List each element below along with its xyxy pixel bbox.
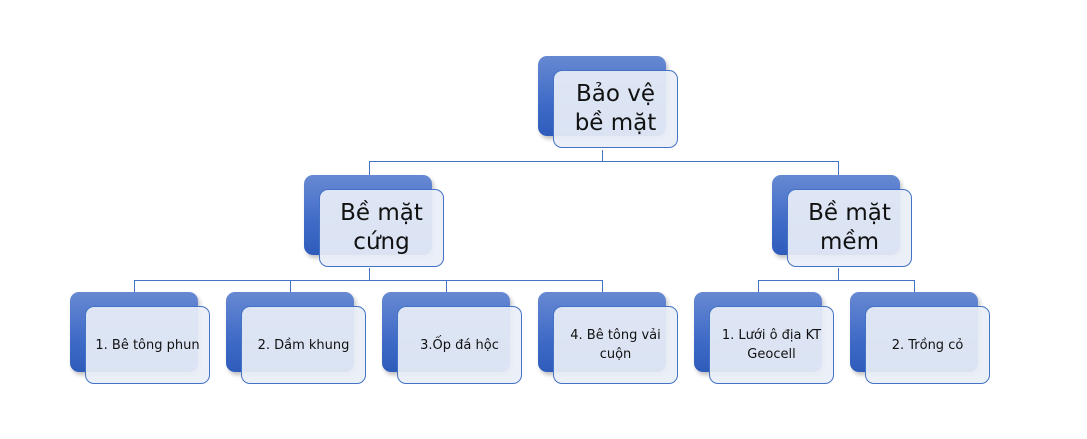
leaf-node-geocell: 1. Lưới ô địa KT Geocell <box>694 292 837 386</box>
connector-to-leaf-5 <box>758 280 759 292</box>
leaf-node-label: 4. Bê tông vải cuộn <box>553 306 678 384</box>
connector-to-leaf-1 <box>134 280 135 292</box>
root-node: Bảo vệ bề mặt <box>538 56 681 150</box>
connector-to-leaf-4 <box>602 280 603 292</box>
leaf-node-frame-beam: 2. Dầm khung <box>226 292 369 386</box>
leaf-node-grass-planting: 2. Trồng cỏ <box>850 292 993 386</box>
leaf-node-concrete-canvas: 4. Bê tông vải cuộn <box>538 292 681 386</box>
leaf-node-label: 2. Trồng cỏ <box>865 306 990 384</box>
connector-soft-down <box>838 268 839 280</box>
connector-to-leaf-3 <box>446 280 447 292</box>
branch-node-soft-surface: Bề mặt mềm <box>772 175 915 269</box>
leaf-node-label: 1. Bê tông phun <box>85 306 210 384</box>
connector-soft-horizontal <box>758 280 915 281</box>
branch-node-hard-surface: Bề mặt cứng <box>304 175 447 269</box>
leaf-node-label: 2. Dầm khung <box>241 306 366 384</box>
root-node-label: Bảo vệ bề mặt <box>553 70 678 148</box>
connector-to-soft <box>838 161 839 175</box>
connector-hard-horizontal <box>134 280 603 281</box>
connector-hard-down <box>369 268 370 280</box>
connector-to-hard <box>369 161 370 175</box>
connector-to-leaf-2 <box>290 280 291 292</box>
leaf-node-label: 3.Ốp đá hộc <box>397 306 522 384</box>
connector-to-leaf-6 <box>914 280 915 292</box>
connector-root-down <box>602 150 603 161</box>
branch-node-label: Bề mặt mềm <box>787 189 912 267</box>
leaf-node-stone-cladding: 3.Ốp đá hộc <box>382 292 525 386</box>
branch-node-label: Bề mặt cứng <box>319 189 444 267</box>
connector-level2-horizontal <box>369 161 839 162</box>
leaf-node-label: 1. Lưới ô địa KT Geocell <box>709 306 834 384</box>
leaf-node-shotcrete: 1. Bê tông phun <box>70 292 213 386</box>
